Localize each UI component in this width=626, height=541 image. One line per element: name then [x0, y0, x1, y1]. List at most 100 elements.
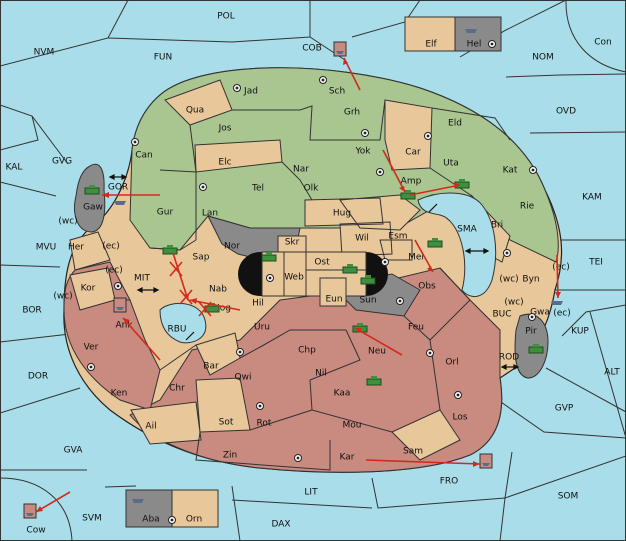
sea_regions-label-nom: NOM — [532, 53, 554, 63]
land_labels-label-grh: Grh — [344, 108, 360, 118]
supply-center-icon — [528, 313, 536, 321]
land_labels-label-wc1: (wc) — [58, 217, 77, 227]
order-arrow — [409, 184, 461, 196]
supply-center-icon — [233, 84, 241, 92]
territory-skr[interactable] — [277, 235, 307, 253]
sea_regions-label-mvu: MVU — [36, 243, 57, 253]
supply-center-icon — [319, 76, 327, 84]
tank-icon — [528, 344, 544, 354]
land_labels-label-ec1: (ec) — [102, 242, 120, 252]
ship-icon — [333, 41, 347, 57]
tank-icon — [427, 238, 443, 248]
sea_regions-label-buc: BUC — [492, 310, 511, 320]
land_labels-label-ec2: (ec) — [105, 266, 123, 276]
order-arrow — [556, 254, 559, 299]
land_labels-label-olk: Olk — [304, 184, 320, 194]
land_labels-label-chp: Chp — [298, 346, 316, 356]
sea_regions-label-gvp: GVP — [555, 404, 574, 414]
order-arrow — [354, 327, 403, 356]
supply-center-icon — [294, 454, 302, 462]
land_labels-label-eun: Eun — [325, 295, 342, 305]
land_labels-label-sam: Sam — [403, 447, 423, 457]
land_labels-label-nil: Nil — [315, 369, 327, 379]
ship-icon — [113, 297, 127, 313]
land_labels-label-gwa: Gwa — [530, 308, 550, 318]
land_labels-label-kat: Kat — [503, 166, 518, 176]
land_labels-label-gor: GOR — [108, 183, 128, 193]
adjacency-markers — [108, 174, 520, 370]
sea_regions-label-rod: ROD — [499, 353, 519, 363]
territory-orn[interactable] — [171, 489, 219, 528]
sea_regions-label-alt: ALT — [604, 368, 620, 378]
land_labels-label-ec4: (ec) — [553, 309, 571, 319]
land_labels-label-uru: Uru — [254, 323, 270, 333]
territory-web[interactable] — [261, 251, 367, 297]
sea_regions-label-nvm: NVM — [34, 48, 55, 58]
land_labels-label-rie: Rie — [520, 202, 535, 212]
land_labels-label-nab: Nab — [209, 285, 227, 295]
land_labels-label-hil: Hil — [252, 299, 264, 309]
land_labels-label-uta: Uta — [443, 159, 459, 169]
supply-center-icon — [131, 138, 139, 146]
supply-center-icon — [87, 363, 95, 371]
supply-center-icon — [396, 297, 404, 305]
land_labels-label-byn: Byn — [522, 275, 539, 285]
supply-center-icon — [426, 349, 434, 357]
land_labels-label-sap: Sap — [193, 253, 210, 263]
ship-icon — [114, 201, 126, 205]
supply-center-icon — [114, 282, 122, 290]
territory-aba[interactable] — [125, 489, 173, 528]
supply-center-icon — [266, 274, 274, 282]
land_labels-label-jad: Jad — [243, 87, 258, 97]
supply-center-icon — [168, 516, 176, 524]
order-arrow — [35, 491, 71, 513]
land_labels-label-elc: Elc — [218, 158, 231, 168]
supply-center-icon — [256, 402, 264, 410]
land_labels-label-sch: Sch — [329, 87, 345, 97]
sea_regions-label-tei: TEI — [588, 258, 603, 268]
territory-elf[interactable] — [404, 16, 456, 52]
land_labels-label-qua: Qua — [186, 106, 204, 116]
land_labels-label-web: Web — [284, 273, 304, 283]
territory-eun[interactable] — [319, 277, 347, 307]
land_labels-label-kar: Kar — [340, 453, 355, 463]
land_labels-label-esm: Esm — [388, 232, 407, 242]
land_labels-label-elf: Elf — [425, 40, 437, 50]
bay-sma — [417, 192, 497, 298]
bay-rbu — [159, 302, 207, 344]
ship-icon — [23, 503, 37, 519]
land_labels-label-ec3: (ec) — [552, 263, 570, 273]
land_labels-label-sun: Sun — [359, 296, 376, 306]
land_labels-label-hug: Hug — [333, 209, 351, 219]
land_labels-label-mou: Mou — [343, 421, 362, 431]
land_labels-label-feu: Feu — [408, 323, 424, 333]
sea_regions-label-bor: BOR — [22, 306, 41, 316]
land_labels-label-ver: Ver — [84, 343, 99, 353]
sea_regions-label-svm: SVM — [82, 514, 102, 524]
x-mark-icon — [179, 289, 193, 305]
land_labels-label-nog: Nog — [213, 304, 231, 314]
tank-icon — [360, 275, 376, 285]
land_labels-label-ken: Ken — [111, 389, 128, 399]
tank-icon — [261, 252, 277, 262]
supply-center-icon — [361, 129, 369, 137]
supply-center-icon — [454, 391, 462, 399]
land_labels-label-los: Los — [452, 413, 467, 423]
land_labels-label-yok: Yok — [354, 147, 371, 157]
supply-center-icon — [376, 168, 384, 176]
order-arrow — [189, 299, 241, 311]
sea_regions-label-kup: KUP — [571, 327, 589, 337]
supply-centers — [87, 40, 537, 524]
sea_regions-label-kam: KAM — [582, 193, 602, 203]
sea_regions-label-ovd: OVD — [556, 107, 576, 117]
territory-gaw[interactable] — [74, 163, 106, 233]
land_labels-label-jos: Jos — [218, 124, 232, 134]
land_labels-label-orn: Orn — [186, 515, 202, 525]
territory-pir[interactable] — [514, 313, 549, 379]
land_labels-label-ank: Ank — [115, 321, 133, 331]
supply-center-icon — [488, 40, 496, 48]
supply-center-icon — [381, 258, 389, 266]
land_labels-label-kor: Kor — [81, 284, 96, 294]
